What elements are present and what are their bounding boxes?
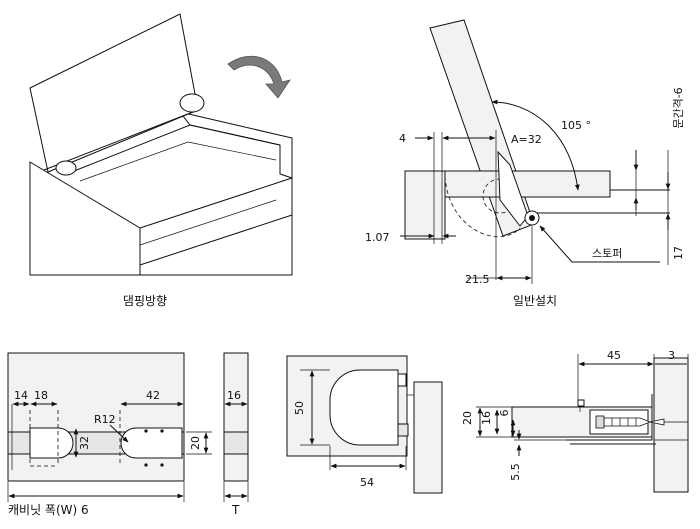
standard-installation-diagram: 105 ° A=32 4 1.07 21.5 문간격-6 17 스토퍼 일반설치: [365, 19, 685, 308]
rotation-arrow-icon: [227, 55, 291, 99]
a-value-label: A=32: [511, 133, 542, 146]
dim-55-label: 5.5: [509, 463, 522, 481]
damping-direction-caption: 댐핑방향: [123, 294, 167, 308]
hinge-cup-view: 50 54: [286, 355, 443, 494]
dim-18-label: 18: [34, 389, 48, 402]
cross-section-view: 45 3 20 16 6 5.5: [461, 349, 689, 493]
opening-angle-label: 105 °: [561, 119, 591, 132]
dim-50-label: 50: [293, 401, 306, 415]
dim-17-label: 17: [672, 246, 685, 260]
screw-icon: [595, 415, 688, 429]
dim-14-label: 14: [14, 389, 28, 402]
panel-side-view: 16 T: [223, 352, 249, 517]
dim-45-label: 45: [607, 349, 621, 362]
dim-20-label: 20: [189, 436, 202, 450]
cabinet-front-view: 14 18 42 R12 32 20 캐비닛 폭(W) 6: [7, 352, 212, 517]
radius-label: R12: [94, 413, 116, 426]
door-gap-label: 문간격-6: [672, 87, 685, 128]
cabinet-width-label: 캐비닛 폭(W) 6: [8, 503, 89, 517]
dim-107-label: 1.07: [365, 231, 390, 244]
dim-16-label: 16: [227, 389, 241, 402]
thickness-label: T: [231, 503, 240, 517]
dim-54-label: 54: [360, 476, 374, 489]
standard-installation-caption: 일반설치: [513, 294, 557, 308]
stopper-label: 스토퍼: [592, 247, 622, 260]
dim-42-label: 42: [146, 389, 160, 402]
dim-4-label: 4: [399, 132, 406, 145]
mounting-holes: [144, 429, 164, 467]
damping-direction-illustration: 댐핑방향: [29, 13, 293, 308]
dim-20-section-label: 20: [461, 411, 474, 425]
dim-16-section-label: 16: [480, 411, 493, 425]
dim-32-label: 32: [78, 436, 91, 450]
dim-3-label: 3: [668, 349, 675, 362]
dim-6-label: 6: [498, 410, 511, 417]
dim-215-label: 21.5: [465, 273, 490, 286]
